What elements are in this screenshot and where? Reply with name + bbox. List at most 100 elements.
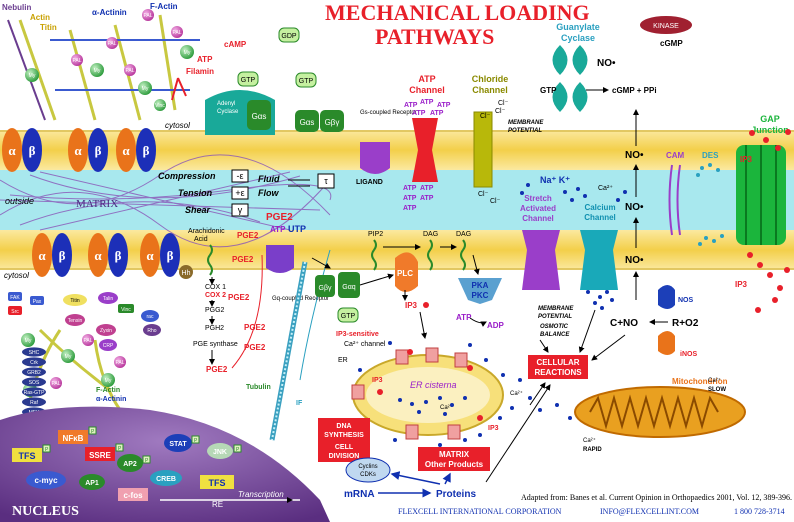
cam-label: CAM bbox=[666, 151, 685, 160]
cytosol-bottom-label: cytosol bbox=[4, 271, 29, 280]
title-line-2: PATHWAYS bbox=[375, 24, 494, 49]
nos-shape bbox=[658, 285, 675, 309]
svg-text:rac: rac bbox=[147, 314, 154, 320]
signaling-label: GRB2 bbox=[27, 370, 41, 376]
pge-arrows bbox=[209, 254, 263, 369]
nos-reaction-right: R+O2 bbox=[672, 318, 699, 329]
nuclear-factors: TFS NFκB SSRE c-myc AP1 AP2 CREB STAT JN… bbox=[12, 430, 234, 501]
mechanical-forces: Compression Tension Shear bbox=[158, 171, 216, 215]
svg-text:PAL: PAL bbox=[172, 30, 181, 36]
kinase-cgmp-label: cGMP bbox=[660, 39, 683, 48]
cytosol-top-label: cytosol bbox=[165, 121, 190, 130]
svg-text:Tensin: Tensin bbox=[68, 318, 83, 324]
svg-text:β: β bbox=[167, 248, 174, 263]
svg-text:NO•: NO• bbox=[625, 150, 644, 161]
svg-text:PAL: PAL bbox=[143, 13, 152, 19]
svg-text:CREB: CREB bbox=[156, 476, 176, 483]
dna-synthesis-2: SYNTHESIS bbox=[324, 432, 364, 439]
extracellular-space bbox=[0, 170, 794, 230]
atp-channel-label-2: Channel bbox=[409, 85, 445, 95]
svg-text:NO•: NO• bbox=[625, 202, 644, 213]
guanylate-shape bbox=[552, 45, 588, 75]
if-label: IF bbox=[296, 400, 303, 407]
svg-text:α: α bbox=[146, 248, 154, 263]
no-column: NO• NO• NO• bbox=[625, 150, 644, 266]
svg-text:My: My bbox=[142, 86, 149, 92]
svg-text:Src: Src bbox=[11, 309, 19, 315]
svg-text:My: My bbox=[94, 68, 101, 74]
dag2-label: DAG bbox=[456, 231, 471, 238]
svg-text:My: My bbox=[29, 73, 36, 79]
ca-rapid-label: Ca²⁺ bbox=[583, 437, 596, 444]
svg-text:GTP: GTP bbox=[241, 77, 256, 84]
dna-synthesis-box bbox=[318, 418, 370, 462]
slow-label: SLOW bbox=[708, 387, 726, 393]
svg-text:α: α bbox=[74, 143, 82, 158]
corp-label: FLEXCELL INTERNATIONAL CORPORATION bbox=[398, 507, 562, 516]
pka-pkc-shape bbox=[458, 278, 502, 304]
email-label: INFO@FLEXCELLINT.COM bbox=[600, 507, 699, 516]
svg-text:Cl⁻: Cl⁻ bbox=[495, 108, 506, 115]
gap-ip3-top: IP3 bbox=[740, 155, 753, 164]
gq-gtp-label: GTP bbox=[341, 313, 356, 320]
matrix-products-1: MATRIX bbox=[439, 450, 470, 459]
dag1-label: DAG bbox=[423, 231, 438, 238]
actin-label: Actin bbox=[30, 13, 50, 22]
atp-channel bbox=[412, 118, 438, 182]
er-ca-channels bbox=[351, 347, 468, 440]
signaling-label: Raf bbox=[30, 400, 38, 406]
svg-text:α: α bbox=[38, 248, 46, 263]
gq-receptor bbox=[266, 245, 294, 273]
svg-text:SSRE: SSRE bbox=[89, 451, 111, 460]
arachidonic-1: Arachidonic bbox=[188, 228, 225, 235]
er-label: ER bbox=[338, 357, 348, 364]
svg-text:β: β bbox=[59, 248, 66, 263]
membrane-potential-top-2: POTENTIAL bbox=[508, 128, 542, 134]
svg-text:Vinc: Vinc bbox=[155, 103, 165, 109]
pkc-label: PKC bbox=[472, 291, 489, 300]
alpha-actinin-bottom-label: α-Actinin bbox=[96, 396, 126, 403]
svg-text:ATP: ATP bbox=[420, 99, 434, 106]
stretch-label-3: Channel bbox=[522, 214, 554, 223]
phone-label: 1 800 728-3714 bbox=[734, 507, 785, 516]
re-label: RE bbox=[212, 500, 223, 509]
pgh2-label: PGH2 bbox=[205, 325, 224, 332]
signaling-label: SOS bbox=[29, 380, 40, 386]
atp-molecules: ATP ATP ATP ATP ATP ATP ATP ATP ATP ATP bbox=[403, 99, 451, 212]
gap-label-2: Junction bbox=[751, 125, 789, 135]
pge2-labels: PGE2 PGE2 PGE2 PGE2 PGE2 bbox=[228, 231, 266, 352]
guanylate-label-1: Guanylate bbox=[556, 22, 600, 32]
svg-text:Cl⁻: Cl⁻ bbox=[490, 198, 501, 205]
kinase-atp-label: ATP bbox=[456, 313, 472, 322]
osmotic-1: OSMOTIC bbox=[540, 324, 569, 330]
svg-text:PAL: PAL bbox=[107, 41, 116, 47]
phospho-tags: P P P P P P bbox=[42, 426, 242, 464]
svg-text:P: P bbox=[145, 458, 149, 464]
gap-label-1: GAP bbox=[760, 114, 780, 124]
dna-synthesis-3: CELL bbox=[335, 444, 354, 451]
svg-text:GDP: GDP bbox=[281, 33, 297, 40]
stretch-label-2: Activated bbox=[520, 204, 556, 213]
er-cisterna-label: ER cisterna bbox=[410, 380, 457, 390]
svg-text:ATP: ATP bbox=[412, 110, 426, 117]
svg-text:PAL: PAL bbox=[72, 58, 81, 64]
svg-text:P: P bbox=[236, 447, 240, 453]
matrix-fibers bbox=[0, 154, 332, 248]
svg-text:Zyxin: Zyxin bbox=[100, 328, 112, 334]
guanylate-shape-2 bbox=[552, 82, 588, 112]
svg-text:-ε: -ε bbox=[236, 171, 243, 181]
er-ca-label: Ca²⁺ bbox=[440, 404, 453, 411]
ip3-sensitive-label: IP3-sensitive bbox=[336, 331, 379, 338]
filamin-label: Filamin bbox=[186, 67, 214, 76]
plc-label: PLC bbox=[397, 269, 413, 278]
arachidonic-chain bbox=[207, 244, 213, 276]
svg-text:P: P bbox=[91, 429, 95, 435]
svg-text:β: β bbox=[143, 143, 150, 158]
chloride-label-2: Channel bbox=[472, 85, 508, 95]
gq-gtp-tag bbox=[337, 307, 359, 323]
svg-text:Gβγ: Gβγ bbox=[325, 118, 340, 127]
svg-text:α: α bbox=[8, 143, 16, 158]
utp-label: UTP bbox=[288, 224, 306, 234]
svg-text:P: P bbox=[45, 447, 49, 453]
svg-text:Gβγ: Gβγ bbox=[319, 285, 332, 292]
